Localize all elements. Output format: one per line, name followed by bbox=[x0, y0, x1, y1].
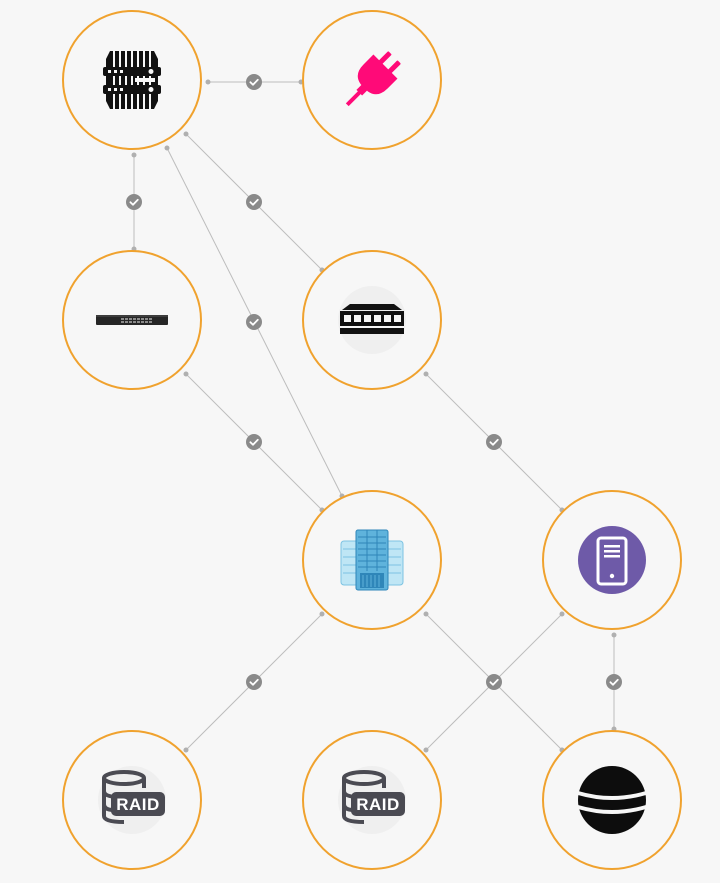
check-icon[interactable] bbox=[245, 313, 263, 331]
node-datacenter[interactable] bbox=[302, 490, 442, 630]
check-icon[interactable] bbox=[485, 673, 503, 691]
network-switch-icon bbox=[96, 315, 168, 325]
raid-label: RAID bbox=[356, 795, 400, 814]
check-icon[interactable] bbox=[245, 73, 263, 91]
pc-tower-icon bbox=[578, 526, 646, 594]
ethernet-hub-icon bbox=[338, 286, 406, 354]
check-icon[interactable] bbox=[485, 433, 503, 451]
check-icon[interactable] bbox=[245, 673, 263, 691]
check-icon[interactable] bbox=[605, 673, 623, 691]
node-globe[interactable] bbox=[542, 730, 682, 870]
raid-storage-icon: RAID bbox=[338, 766, 406, 834]
raid-storage-icon: RAID bbox=[98, 766, 166, 834]
node-switch[interactable] bbox=[62, 250, 202, 390]
node-power[interactable] bbox=[302, 10, 442, 150]
power-plug-icon bbox=[345, 51, 401, 107]
database-sphere-icon bbox=[578, 766, 646, 834]
node-workstation[interactable] bbox=[542, 490, 682, 630]
check-icon[interactable] bbox=[245, 193, 263, 211]
node-router[interactable] bbox=[62, 10, 202, 150]
router-icon bbox=[103, 51, 161, 109]
raid-label: RAID bbox=[116, 795, 160, 814]
edge-ports bbox=[131, 79, 617, 753]
node-raid1[interactable]: RAID bbox=[62, 730, 202, 870]
node-hub[interactable] bbox=[302, 250, 442, 390]
check-icon[interactable] bbox=[245, 433, 263, 451]
check-icon[interactable] bbox=[125, 193, 143, 211]
datacenter-server-icon bbox=[340, 529, 404, 591]
node-raid2[interactable]: RAID bbox=[302, 730, 442, 870]
